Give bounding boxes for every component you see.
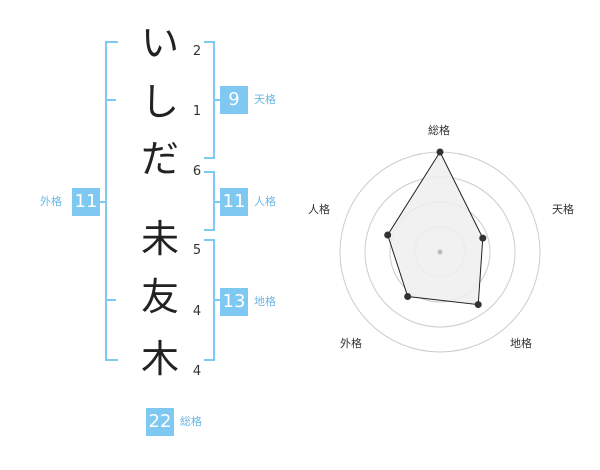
chikaku-badge: 13 bbox=[220, 288, 248, 316]
gaikaku-badge: 11 bbox=[72, 188, 100, 216]
chikaku-label: 地格 bbox=[254, 295, 276, 308]
tenkaku-badge: 9 bbox=[220, 86, 248, 114]
radar-data-point-2 bbox=[479, 234, 487, 242]
name-char-6: 木 bbox=[140, 337, 179, 381]
stroke-count-4: 5 bbox=[192, 243, 202, 258]
radar-data-polygon bbox=[387, 150, 484, 306]
soukaku-label: 総格 bbox=[180, 415, 202, 428]
radar-data-point-5 bbox=[384, 231, 392, 239]
radar-chart bbox=[339, 148, 541, 353]
name-char-2: し bbox=[140, 80, 179, 124]
jinkaku-bracket bbox=[204, 171, 215, 231]
jinkaku-label: 人格 bbox=[254, 195, 276, 208]
stroke-count-6: 4 bbox=[192, 364, 202, 379]
radar-axis-label-chikaku: 地格 bbox=[510, 337, 532, 350]
radar-data-point-4 bbox=[404, 292, 412, 300]
stroke-count-3: 6 bbox=[192, 164, 202, 179]
jinkaku-badge: 11 bbox=[220, 188, 248, 216]
radar-data-point-1 bbox=[436, 148, 444, 156]
radar-center-dot bbox=[437, 249, 443, 255]
stroke-count-1: 2 bbox=[192, 44, 202, 59]
stroke-count-2: 1 bbox=[192, 104, 202, 119]
gaikaku-label: 外格 bbox=[40, 195, 62, 208]
tenkaku-label: 天格 bbox=[254, 93, 276, 106]
stroke-count-5: 4 bbox=[192, 304, 202, 319]
radar-axis-label-jinkaku: 人格 bbox=[308, 203, 330, 216]
name-char-4: 未 bbox=[140, 217, 179, 261]
brackets bbox=[100, 41, 220, 361]
radar-axis-label-gaikaku: 外格 bbox=[340, 337, 362, 350]
radar-axis-label-soukaku: 総格 bbox=[428, 124, 450, 137]
gaikaku-bracket bbox=[105, 41, 118, 361]
name-char-5: 友 bbox=[140, 275, 179, 319]
radar-axis-label-tenkaku: 天格 bbox=[552, 203, 574, 216]
soukaku-badge: 22 bbox=[146, 408, 174, 436]
radar-data-point-3 bbox=[474, 301, 482, 309]
name-char-3: だ bbox=[140, 137, 179, 181]
tenkaku-bracket bbox=[204, 41, 215, 159]
name-char-1: い bbox=[140, 21, 179, 65]
chikaku-bracket bbox=[204, 239, 215, 361]
